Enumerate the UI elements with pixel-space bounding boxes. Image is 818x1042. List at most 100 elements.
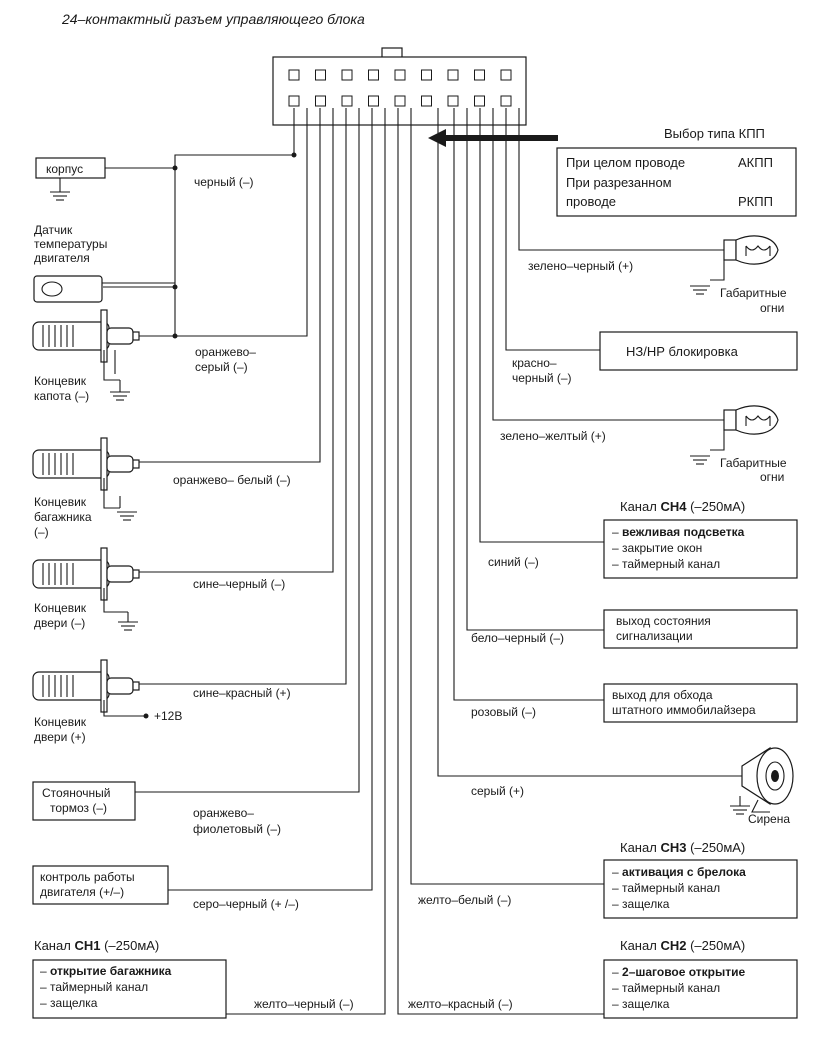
plus12-label: +12В (154, 709, 182, 723)
ch3-item-2: таймерный канал (622, 881, 720, 895)
parking-lights-2-label-2: огни (760, 470, 784, 484)
connector-pin (368, 69, 379, 81)
temp-sensor-icon (33, 275, 175, 303)
wire-label-green-black: зелено–черный (+) (528, 259, 633, 273)
connector-pin (474, 69, 485, 81)
wire-label-red-black-2: черный (–) (512, 371, 572, 385)
ch4-heading: Канал CH4 (–250мА) (620, 499, 745, 514)
trunk-switch-label-1: Концевик (34, 495, 87, 509)
immo-bypass-label-1: выход для обхода (612, 688, 713, 702)
connector-pin (500, 95, 512, 107)
kpp-row2-line2: проводе (566, 194, 616, 209)
svg-text:– таймерный канал: – таймерный канал (612, 557, 720, 571)
temp-sensor-label-3: двигателя (34, 251, 90, 265)
kpp-row1-right: АКПП (738, 155, 773, 170)
trunk-switch-label-3: (–) (34, 525, 49, 539)
door-minus-label-2: двери (–) (34, 616, 85, 630)
alarm-state-label-2: сигнализации (616, 629, 693, 643)
parking-brake-box (32, 781, 136, 821)
parking-brake-label-1: Стояночный (42, 786, 110, 800)
ch2-item-1: 2–шаговое открытие (622, 965, 745, 979)
alarm-state-label-1: выход состояния (616, 614, 711, 628)
svg-text:– открытие багажника: – открытие багажника (40, 964, 172, 978)
door-minus-label-1: Концевик (34, 601, 87, 615)
kpp-row1-left: При целом проводе (566, 155, 685, 170)
ground-icon (109, 391, 131, 401)
ground-icon (116, 511, 138, 521)
wire-label-orange-white: оранжево– белый (–) (173, 473, 291, 487)
ground-icon (689, 285, 711, 295)
connector-pin (315, 95, 326, 107)
trunk-switch-icon (32, 437, 140, 491)
svg-text:Канал CH2 (–250мА): Канал CH2 (–250мА) (620, 938, 745, 953)
svg-text:Канал CH3 (–250мА): Канал CH3 (–250мА) (620, 840, 745, 855)
connector-pin (288, 69, 300, 81)
ch1-box (32, 959, 227, 1019)
engine-control-label-2: двигателя (+/–) (40, 885, 124, 899)
wire-label-pink: розовый (–) (471, 705, 536, 719)
ch4-item-3: таймерный канал (622, 557, 720, 571)
parking-lights-2-label-1: Габаритные (720, 456, 787, 470)
kpp-heading: Выбор типа КПП (664, 126, 765, 141)
door-plus-label-2: двери (+) (34, 730, 86, 744)
connector-pin (474, 95, 485, 107)
ground-icon (729, 805, 751, 815)
hood-switch-label-1: Концевик (34, 374, 87, 388)
svg-text:– 2–шаговое открытие: – 2–шаговое открытие (612, 965, 746, 979)
wire-label-blue-black: сине–черный (–) (193, 577, 285, 591)
ch1-item-1: открытие багажника (50, 964, 172, 978)
ch4-item-1: вежливая подсветка (622, 525, 745, 539)
svg-text:– закрытие окон: – закрытие окон (612, 541, 702, 555)
svg-text:– таймерный канал: – таймерный канал (612, 881, 720, 895)
kpp-arrow (428, 129, 558, 147)
wire-label-white-black: бело–черный (–) (471, 631, 564, 645)
ch4-box (603, 519, 798, 579)
hood-switch-icon (32, 309, 140, 363)
ch3-heading: Канал CH3 (–250мА) (620, 840, 745, 855)
connector-pin (341, 69, 353, 81)
parking-lights-1-label-1: Габаритные (720, 286, 787, 300)
connector-pin (341, 95, 353, 107)
wire-label-blue: синий (–) (488, 555, 539, 569)
wire-label-orange-gray-1: оранжево– (195, 345, 256, 359)
engine-control-box (32, 865, 169, 905)
nz-block-label: НЗ/НР блокировка (626, 344, 739, 359)
connector-pin (288, 95, 300, 107)
temp-sensor-label-1: Датчик (34, 223, 73, 237)
connector-pin (421, 95, 432, 107)
connector-pin (368, 95, 379, 107)
page-title: 24–контактный разъем управляющего блока (61, 11, 365, 27)
wire-label-green-yellow: зелено–желтый (+) (500, 429, 606, 443)
engine-control-label-1: контроль работы (40, 870, 135, 884)
ch1-heading: Канал CH1 (–250мА) (34, 938, 159, 953)
alarm-state-box (603, 609, 798, 649)
connector-pin (421, 69, 432, 81)
svg-text:– таймерный канал: – таймерный канал (40, 980, 148, 994)
door-plus-label-1: Концевик (34, 715, 87, 729)
wire-label-black: черный (–) (194, 175, 254, 189)
bulb-icon (723, 235, 779, 265)
siren-icon (741, 746, 794, 813)
ch3-item-1: активация с брелока (622, 865, 746, 879)
bulb-icon (723, 405, 779, 435)
svg-text:– таймерный канал: – таймерный канал (612, 981, 720, 995)
ch2-box (603, 959, 798, 1019)
wire-label-yellow-black: желто–черный (–) (254, 997, 354, 1011)
kpp-box (556, 147, 797, 217)
ch3-item-3: защелка (622, 897, 670, 911)
ground-icon (117, 621, 139, 631)
ground-icon (689, 455, 711, 465)
door-minus-switch-icon (32, 547, 140, 601)
nz-block-box (599, 331, 798, 371)
wires (103, 108, 742, 1015)
parking-lights-1-label-2: огни (760, 301, 784, 315)
ch2-item-2: таймерный канал (622, 981, 720, 995)
immo-bypass-label-2: штатного иммобилайзера (612, 703, 756, 717)
ch1-item-2: таймерный канал (50, 980, 148, 994)
svg-text:Канал CH4 (–250мА): Канал CH4 (–250мА) (620, 499, 745, 514)
trunk-switch-label-2: багажника (34, 510, 92, 524)
connector-pin (315, 69, 326, 81)
kpp-row2-right: РКПП (738, 194, 773, 209)
wire-label-red-black-1: красно– (512, 356, 557, 370)
